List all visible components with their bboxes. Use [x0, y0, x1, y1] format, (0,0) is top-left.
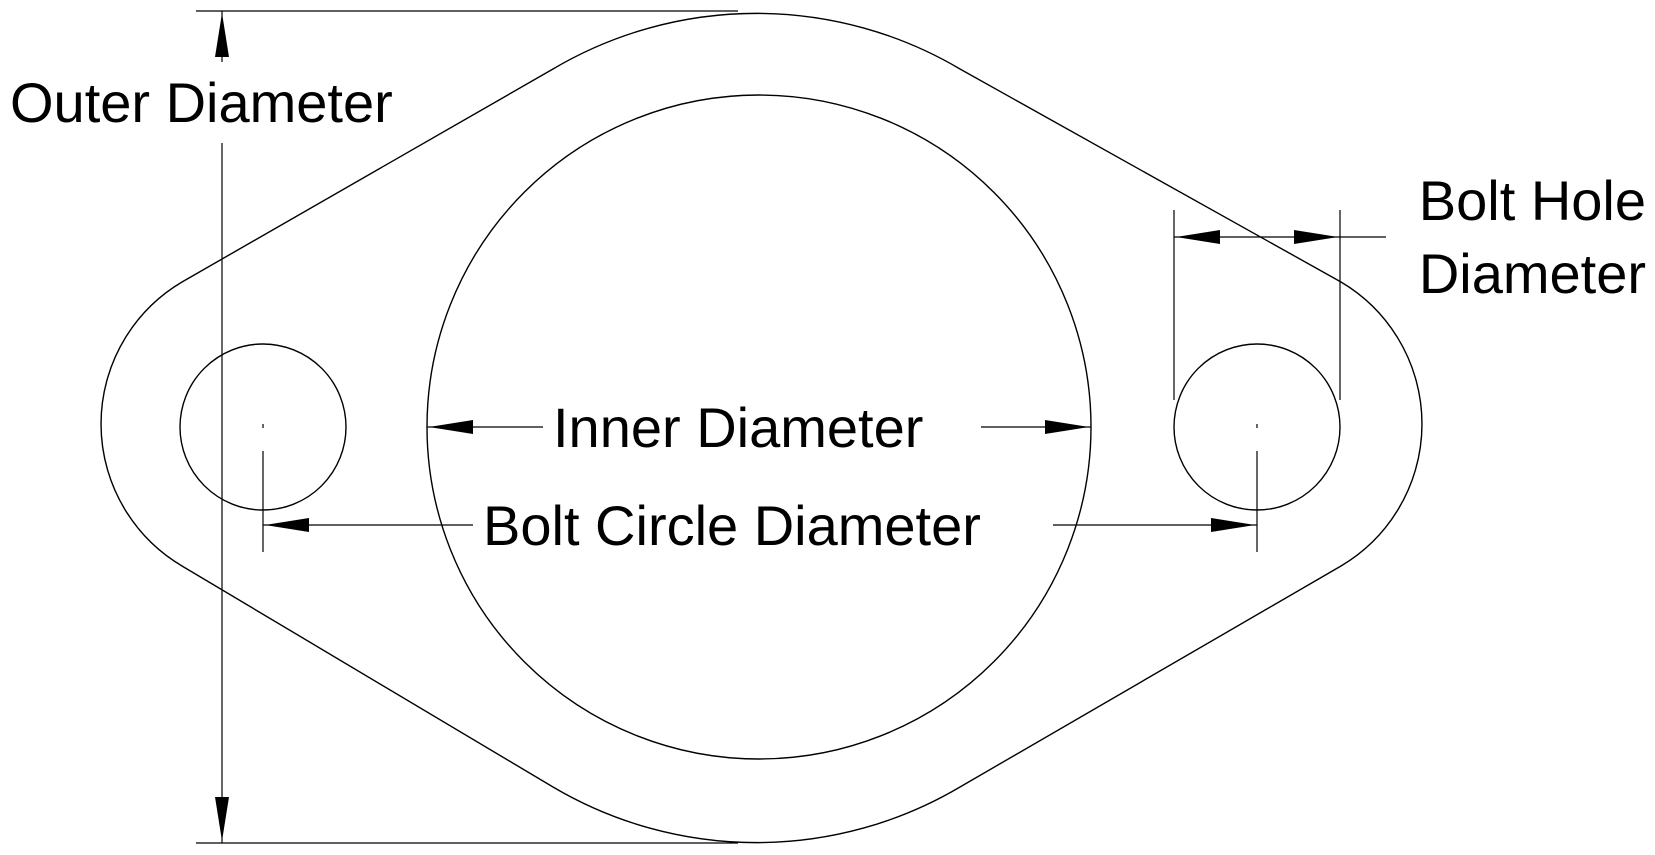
- bolt-hole-arrow-right: [1294, 230, 1338, 244]
- flange-outline: [100, 12, 1423, 844]
- bolt-circle-diameter-label: Bolt Circle Diameter: [483, 494, 981, 557]
- outer-diameter-arrow-top: [215, 13, 229, 57]
- bolt-circle-arrow-right: [1211, 518, 1255, 532]
- outer-diameter-label: Outer Diameter: [10, 71, 393, 134]
- inner-diameter-arrow-left: [429, 420, 473, 434]
- inner-diameter-label: Inner Diameter: [553, 396, 923, 459]
- bolt-hole-arrow-left: [1176, 230, 1220, 244]
- inner-diameter-arrow-right: [1045, 420, 1089, 434]
- bolt-circle-arrow-left: [265, 518, 309, 532]
- bolt-hole-diameter-label-line1: Bolt Hole: [1419, 169, 1646, 232]
- outer-diameter-arrow-bottom: [215, 797, 229, 841]
- bolt-hole-diameter-label-line2: Diameter: [1419, 242, 1646, 305]
